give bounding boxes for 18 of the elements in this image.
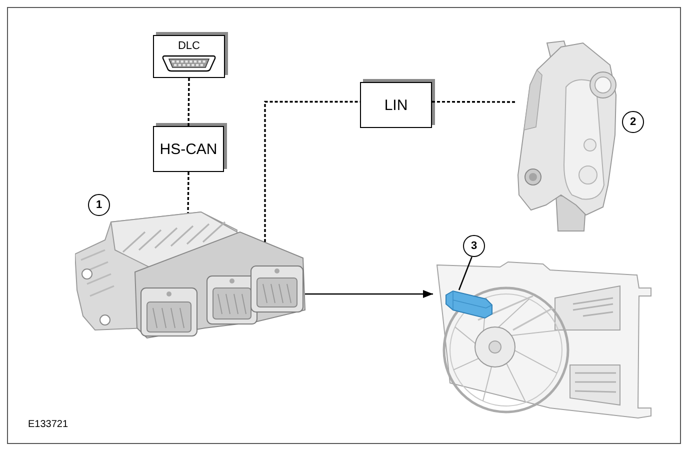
arrow: [305, 290, 433, 298]
callout-number: 2: [622, 111, 644, 133]
dashed-line: [188, 78, 190, 126]
dashed-line: [187, 172, 190, 214]
leader-line: [458, 256, 472, 290]
node-label: LIN: [384, 98, 408, 112]
dashed-line: [264, 100, 360, 242]
drawing-number: E133721: [28, 420, 68, 430]
node-label: HS-CAN: [160, 142, 218, 156]
dashed-line: [432, 100, 516, 103]
fan-control-module: [445, 290, 493, 319]
callout-number: 1: [88, 194, 110, 216]
label-box: [153, 35, 225, 78]
node-label: DLC: [178, 41, 200, 52]
label-box: [360, 82, 432, 128]
control-module-illustration: [75, 210, 307, 340]
callout-number: 3: [463, 235, 485, 257]
label-box: [153, 126, 224, 172]
